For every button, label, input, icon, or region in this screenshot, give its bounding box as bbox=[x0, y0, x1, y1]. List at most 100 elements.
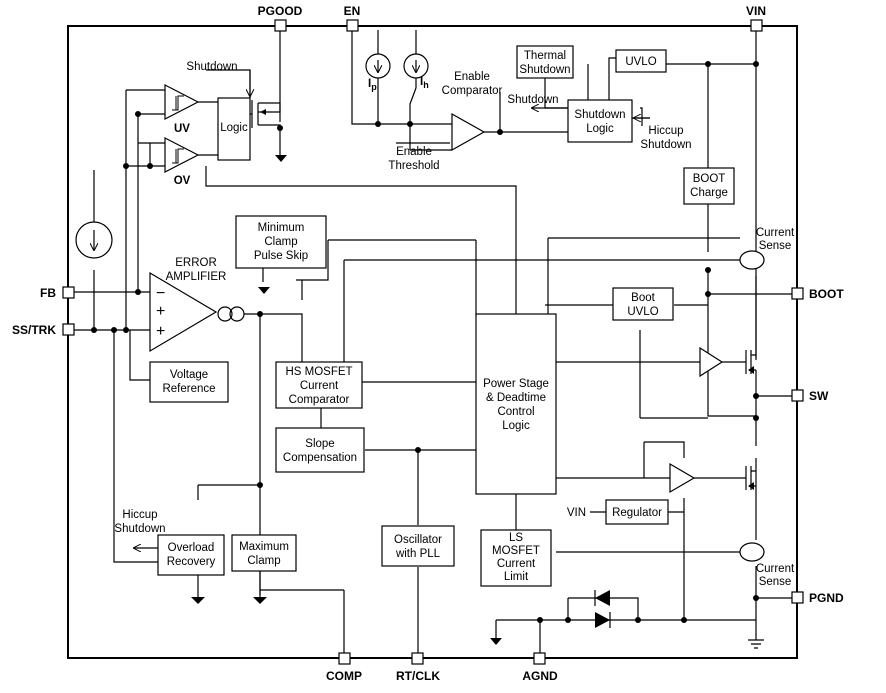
hs-comparator-box bbox=[275, 361, 363, 409]
oscillator-box bbox=[381, 525, 455, 567]
enable-threshold-label-2: Threshold bbox=[388, 160, 439, 172]
ls-limit-label-2: MOSFET bbox=[492, 545, 540, 557]
enable-comparator-icon bbox=[451, 112, 486, 152]
slope-comp-label-2: Compensation bbox=[283, 452, 357, 464]
boot-uvlo-box bbox=[612, 287, 674, 321]
min-clamp-label-1: Minimum bbox=[258, 222, 305, 234]
enable-comparator-label-2: Comparator bbox=[442, 85, 503, 97]
ls-limit-box bbox=[480, 529, 552, 587]
power-stage-label-2: & Deadtime bbox=[486, 392, 546, 404]
hiccup-shutdown-right-label-1: Hiccup bbox=[648, 125, 683, 137]
hs-gate-driver-icon bbox=[699, 346, 724, 378]
ls-limit-label-4: Limit bbox=[504, 571, 529, 583]
voltage-reference-label-2: Reference bbox=[162, 383, 215, 395]
pgnd-ground-icon bbox=[748, 639, 764, 649]
thermal-shutdown-label-1: Thermal bbox=[524, 50, 566, 62]
hs-comparator-label-1: HS MOSFET bbox=[285, 366, 352, 378]
junction-dots bbox=[91, 61, 759, 623]
uv-label: UV bbox=[174, 123, 190, 135]
plus-sign-2: + bbox=[156, 323, 165, 340]
hiccup-shutdown-left-label-2: Shutdown bbox=[114, 523, 165, 535]
hs-comparator-label-3: Comparator bbox=[289, 394, 350, 406]
uvlo-label: UVLO bbox=[625, 56, 656, 68]
enable-comparator-label-1: Enable bbox=[454, 71, 490, 83]
pin-squares bbox=[62, 19, 804, 665]
hiccup-shutdown-right-label-2: Shutdown bbox=[640, 139, 691, 151]
overload-recovery-label-1: Overload bbox=[168, 542, 215, 554]
pin-comp-label: COMP bbox=[326, 669, 362, 683]
boot-charge-box bbox=[683, 167, 735, 205]
ground-symbols bbox=[191, 155, 502, 645]
pin-sw-label: SW bbox=[809, 389, 829, 403]
power-stage-label-1: Power Stage bbox=[483, 378, 549, 390]
pin-ss-trk-label: SS/TRK bbox=[12, 323, 56, 337]
boot-uvlo-label-2: UVLO bbox=[627, 306, 658, 318]
min-clamp-label-3: Pulse Skip bbox=[254, 250, 308, 262]
pin-rt-clk-label: RT/CLK bbox=[396, 669, 440, 683]
enable-threshold-label-1: Enable bbox=[396, 146, 432, 158]
oscillator-label-2: with PLL bbox=[395, 548, 441, 560]
max-clamp-box bbox=[231, 534, 297, 572]
pin-fb-label: FB bbox=[40, 286, 56, 300]
ov-comparator-icon bbox=[164, 137, 200, 173]
shutdown-logic-label-1: Shutdown bbox=[574, 109, 625, 121]
slope-comp-box bbox=[275, 427, 365, 473]
plus-sign-1: + bbox=[156, 303, 165, 320]
ov-label: OV bbox=[174, 175, 191, 187]
boot-uvlo-label-1: Boot bbox=[631, 292, 655, 304]
ls-gate-driver-icon bbox=[669, 462, 696, 494]
error-amplifier-label-2: AMPLIFIER bbox=[166, 271, 227, 283]
hs-comparator-label-2: Current bbox=[300, 380, 339, 392]
uv-comparator-icon bbox=[164, 84, 200, 120]
pin-pgood-label: PGOOD bbox=[258, 4, 303, 18]
shutdown-logic-label-2: Logic bbox=[586, 123, 614, 135]
pin-vin-label: VIN bbox=[746, 4, 766, 18]
pin-boot-label: BOOT bbox=[809, 287, 844, 301]
shutdown-arrow-label: Shutdown bbox=[507, 94, 558, 106]
thermal-shutdown-label-2: Shutdown bbox=[519, 64, 570, 76]
shutdown-logic-box bbox=[567, 99, 633, 143]
minus-sign: − bbox=[156, 285, 165, 302]
pin-agnd-label: AGND bbox=[522, 669, 558, 683]
shutdown-top-label: Shutdown bbox=[186, 61, 237, 73]
voltage-reference-label-1: Voltage bbox=[170, 369, 208, 381]
power-stage-box bbox=[475, 313, 557, 495]
boot-charge-label-2: Charge bbox=[690, 187, 728, 199]
regulator-label: Regulator bbox=[612, 507, 662, 519]
ss-current-source-icon bbox=[75, 170, 113, 259]
pin-pgnd-label: PGND bbox=[809, 591, 844, 605]
current-sense-top-icon bbox=[739, 250, 765, 270]
min-clamp-label-2: Clamp bbox=[264, 236, 297, 248]
power-stage-label-4: Logic bbox=[502, 420, 530, 432]
current-sense-bottom-icon bbox=[739, 542, 765, 562]
logic-label: Logic bbox=[220, 122, 248, 134]
hiccup-shutdown-left-label-1: Hiccup bbox=[122, 509, 157, 521]
ls-limit-label-1: LS bbox=[509, 532, 523, 544]
error-amplifier-icon bbox=[149, 271, 245, 353]
hs-mosfet-icon bbox=[748, 366, 754, 374]
overload-recovery-label-2: Recovery bbox=[167, 556, 216, 568]
ip-current-source-icon bbox=[365, 30, 391, 78]
logic-box bbox=[217, 97, 251, 161]
pgood-mosfet-icon bbox=[260, 109, 266, 115]
arrows bbox=[134, 70, 650, 548]
oscillator-label-1: Oscillator bbox=[394, 534, 442, 546]
error-amplifier-label-1: ERROR bbox=[175, 257, 217, 269]
diode-top-icon bbox=[594, 590, 610, 606]
ls-limit-label-3: Current bbox=[497, 558, 536, 570]
ih-current-source-icon bbox=[403, 30, 429, 78]
voltage-reference-box bbox=[149, 361, 229, 403]
max-clamp-label-2: Clamp bbox=[247, 555, 280, 567]
current-sense-bottom-label-1: Current bbox=[756, 563, 795, 575]
current-sense-bottom-label-2: Sense bbox=[759, 576, 792, 588]
current-sense-top-label-1: Current bbox=[756, 227, 795, 239]
ip-label: Ip bbox=[368, 78, 377, 92]
max-clamp-label-1: Maximum bbox=[239, 541, 289, 553]
ls-mosfet-icon bbox=[748, 482, 754, 490]
min-clamp-box bbox=[235, 215, 327, 269]
pin-en-label: EN bbox=[344, 4, 361, 18]
ic-outline bbox=[67, 25, 798, 659]
diode-bottom-icon bbox=[595, 612, 611, 628]
boot-charge-label-1: BOOT bbox=[693, 173, 726, 185]
